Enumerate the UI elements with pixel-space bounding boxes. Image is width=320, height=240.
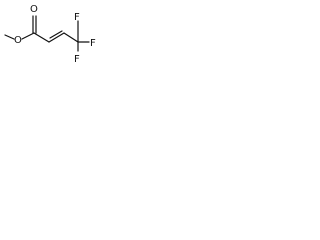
- ester-oxygen-label: O: [14, 35, 22, 46]
- fluorine-right-label: F: [90, 38, 96, 49]
- bond-oxygen-carbonyl: [21, 32, 35, 40]
- bond-carbonyl-alkene: [33, 32, 50, 43]
- chemical-structure: O O F F F: [4, 4, 96, 65]
- bond-alkene-double-b: [49, 30, 63, 39]
- bond-alkene-cf3: [63, 32, 79, 43]
- structure-canvas: O O F F F: [0, 0, 106, 68]
- bond-methyl-oxygen: [4, 34, 15, 40]
- carbonyl-oxygen-label: O: [30, 4, 38, 15]
- bond-alkene-double-a: [48, 32, 65, 43]
- fluorine-top-label: F: [74, 12, 80, 23]
- fluorine-bottom-label: F: [74, 54, 80, 65]
